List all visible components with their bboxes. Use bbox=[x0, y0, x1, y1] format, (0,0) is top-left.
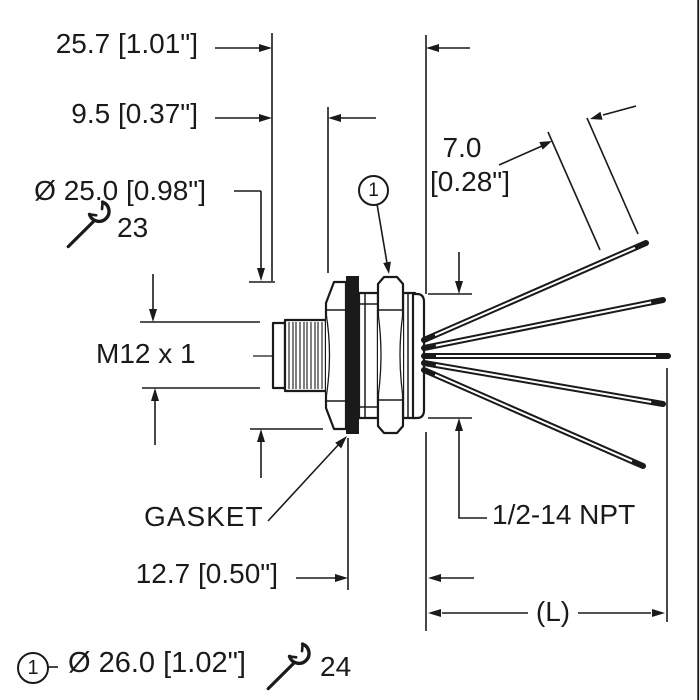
npt-label: 1/2-14 NPT bbox=[492, 499, 636, 530]
wrench-23-label: 23 bbox=[117, 212, 149, 243]
extension-lines bbox=[140, 0, 700, 700]
arrowheads bbox=[149, 44, 665, 617]
callout-1-balloon: 1 bbox=[358, 175, 389, 206]
callout-1-footnote-balloon: 1 bbox=[17, 652, 49, 684]
connector-body bbox=[271, 275, 426, 435]
gasket-shape bbox=[346, 276, 359, 434]
dim-7-0-mm-label: 7.0 bbox=[442, 132, 482, 163]
m12-thread-label: M12 x 1 bbox=[96, 338, 196, 369]
m12-thread-hatch bbox=[288, 322, 323, 389]
dim-25-7-label: 25.7 [1.01"] bbox=[55, 28, 198, 59]
mounting-nut bbox=[376, 275, 405, 435]
npt-cap bbox=[411, 292, 426, 420]
m12-tip bbox=[271, 321, 287, 390]
dim-7-0-in-label: [0.28"] bbox=[430, 166, 510, 197]
wrench-24-label: 24 bbox=[320, 651, 352, 682]
wrench-icon bbox=[66, 200, 111, 249]
m12-barrel bbox=[283, 318, 328, 393]
collar-front bbox=[357, 291, 380, 420]
lead-length-label: (L) bbox=[535, 596, 571, 627]
callout-1-number: 1 bbox=[368, 179, 379, 201]
note-dia-26-label: Ø 26.0 [1.02"] bbox=[68, 647, 246, 679]
dim-dia-25-label: Ø 25.0 [0.98"] bbox=[34, 175, 206, 206]
wire-leads bbox=[421, 240, 671, 469]
dim-12-7-label: 12.7 [0.50"] bbox=[135, 558, 278, 589]
dim-9-5-label: 9.5 [0.37"] bbox=[71, 98, 198, 129]
gasket-label: GASKET bbox=[144, 501, 264, 532]
wrench-icon bbox=[266, 642, 311, 691]
callout-1-footnote-number: 1 bbox=[27, 656, 39, 679]
